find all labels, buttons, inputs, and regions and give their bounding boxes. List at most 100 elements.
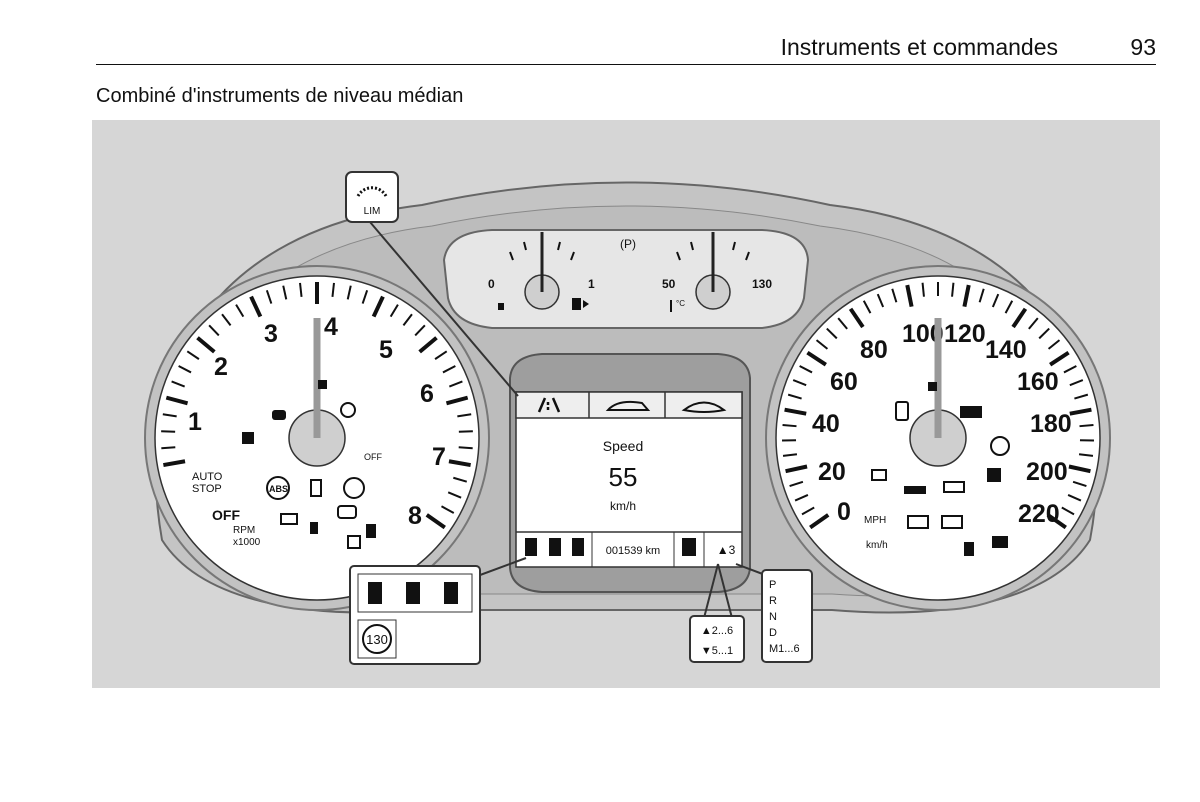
- dial-tick: [784, 407, 807, 416]
- temp-max-label: 130: [752, 277, 772, 291]
- dial-tick: [978, 288, 985, 303]
- speedometer: 0 20 40 60 80 100 120 140 160 180 200 22…: [765, 265, 1111, 611]
- dial-tick: [809, 513, 830, 530]
- dial-tick: [282, 285, 288, 300]
- tach-label-6: 6: [420, 380, 434, 408]
- dial-tick: [1047, 339, 1061, 350]
- dial-tick: [418, 336, 438, 354]
- gear-pos-d: D: [769, 627, 777, 639]
- display-speed-label: Speed: [603, 438, 643, 454]
- dial-tick: [962, 284, 971, 308]
- tachometer-ticks: [161, 282, 473, 530]
- dial-tick: [235, 304, 245, 318]
- dial-tick: [346, 285, 352, 300]
- dial-tick: [1068, 464, 1091, 474]
- dial-tick: [331, 282, 335, 297]
- rear-fog-icon: [907, 515, 929, 529]
- seatbelt-callout-icon-1: [368, 582, 382, 604]
- dial-tick: [265, 289, 273, 304]
- dial-tick: [862, 300, 872, 314]
- dial-tick: [876, 293, 885, 308]
- speedometer-ticks: [782, 282, 1094, 530]
- park-symbol: (P): [620, 237, 636, 251]
- dial-tick: [458, 446, 473, 450]
- dial-tick: [208, 324, 220, 337]
- glow-plug-icon: [310, 479, 322, 497]
- dial-tick: [249, 295, 263, 318]
- dial-tick: [161, 430, 176, 433]
- tach-label-1: 1: [188, 408, 202, 436]
- engine-check-icon: [337, 505, 357, 519]
- speed-label-120: 120: [944, 320, 986, 348]
- dial-tick: [1011, 307, 1028, 329]
- temp-unit-label: °C: [676, 299, 685, 308]
- fuel-min-label: 0: [488, 277, 495, 291]
- dial-tick: [453, 476, 468, 483]
- instrument-cluster-illustration: 0 1 (P) 50 130 °C 1 2 3 4 5 6 7 8 AUTO S…: [144, 171, 1111, 665]
- dial-tick: [299, 282, 303, 297]
- speed-label-80: 80: [860, 336, 888, 364]
- dial-tick: [448, 459, 471, 468]
- gear-down-range: ▼5...1: [701, 645, 733, 657]
- speedometer-limiter-icon: [356, 186, 388, 197]
- dial-tick: [1049, 350, 1070, 367]
- page-header: Instruments et commandes 93: [96, 30, 1156, 65]
- eco-leaf-tab-icon: [681, 401, 727, 413]
- seatbelt-passenger-icon: [987, 468, 1001, 482]
- seatbelt-callout-icon-3: [444, 582, 458, 604]
- dial-tick: [837, 317, 848, 330]
- dial-tick: [458, 430, 473, 433]
- esc-off-label: OFF: [364, 452, 382, 462]
- tach-label-7: 7: [432, 443, 446, 471]
- speed-label-200: 200: [1026, 458, 1068, 486]
- dial-tick: [792, 379, 807, 387]
- speed-limit-sign-icon: [362, 624, 392, 654]
- dial-tick: [1069, 379, 1084, 387]
- dial-tick: [826, 327, 838, 340]
- seatbelt-callout-icon-2: [406, 582, 420, 604]
- callout-gear-range: ▲2...6 ▼5...1: [689, 563, 745, 663]
- dial-tick: [1004, 300, 1014, 314]
- dial-tick: [782, 424, 797, 428]
- driver-icon: [682, 538, 696, 556]
- lights-icon: [943, 481, 965, 493]
- fuel-door-arrow-icon: [583, 300, 589, 308]
- speed-label-160: 160: [1017, 368, 1059, 396]
- fuel-pump-small-icon: [498, 303, 504, 310]
- dial-tick: [434, 350, 448, 360]
- dial-tick: [186, 350, 200, 360]
- tach-label-2: 2: [214, 353, 228, 381]
- dial-tick: [162, 413, 177, 418]
- tach-label-4: 4: [324, 313, 338, 341]
- warning-icon: [990, 436, 1010, 456]
- callout-limiter: LIM: [345, 171, 519, 397]
- temp-min-label: 50: [662, 277, 676, 291]
- tach-label-3: 3: [264, 320, 278, 348]
- dial-tick: [1069, 407, 1092, 416]
- turn-right-icon: [928, 382, 937, 391]
- gear-pos-m: M1...6: [769, 643, 800, 655]
- dial-tick: [848, 307, 865, 329]
- lane-assist-icon: [272, 410, 286, 420]
- callout-gear-positions: P R N D M1...6: [735, 563, 813, 663]
- rpm-line1: RPM: [233, 525, 255, 536]
- dial-tick: [789, 480, 804, 488]
- dial-tick: [1063, 365, 1077, 374]
- turn-left-icon: [318, 380, 327, 389]
- unit-mph: MPH: [864, 515, 886, 526]
- dial-tick: [799, 365, 813, 374]
- dial-tick: [1074, 393, 1089, 400]
- dial-tick: [806, 350, 827, 367]
- fuel-gauge: 0 1: [488, 232, 595, 310]
- dial-tick: [782, 453, 798, 457]
- tachometer: 1 2 3 4 5 6 7 8 AUTO STOP OFF RPM x1000 …: [144, 265, 490, 611]
- dial-tick: [448, 380, 463, 388]
- dial-tick: [425, 513, 446, 530]
- seatbelt-rear-center-icon: [549, 538, 561, 556]
- gear-indicator: ▲3: [717, 543, 736, 557]
- dial-tick: [787, 393, 802, 400]
- lock-icon: [992, 536, 1008, 548]
- odometer-value: 001539 km: [606, 545, 660, 557]
- speed-label-140: 140: [985, 336, 1027, 364]
- seatbelt-rear-right-icon: [572, 538, 584, 556]
